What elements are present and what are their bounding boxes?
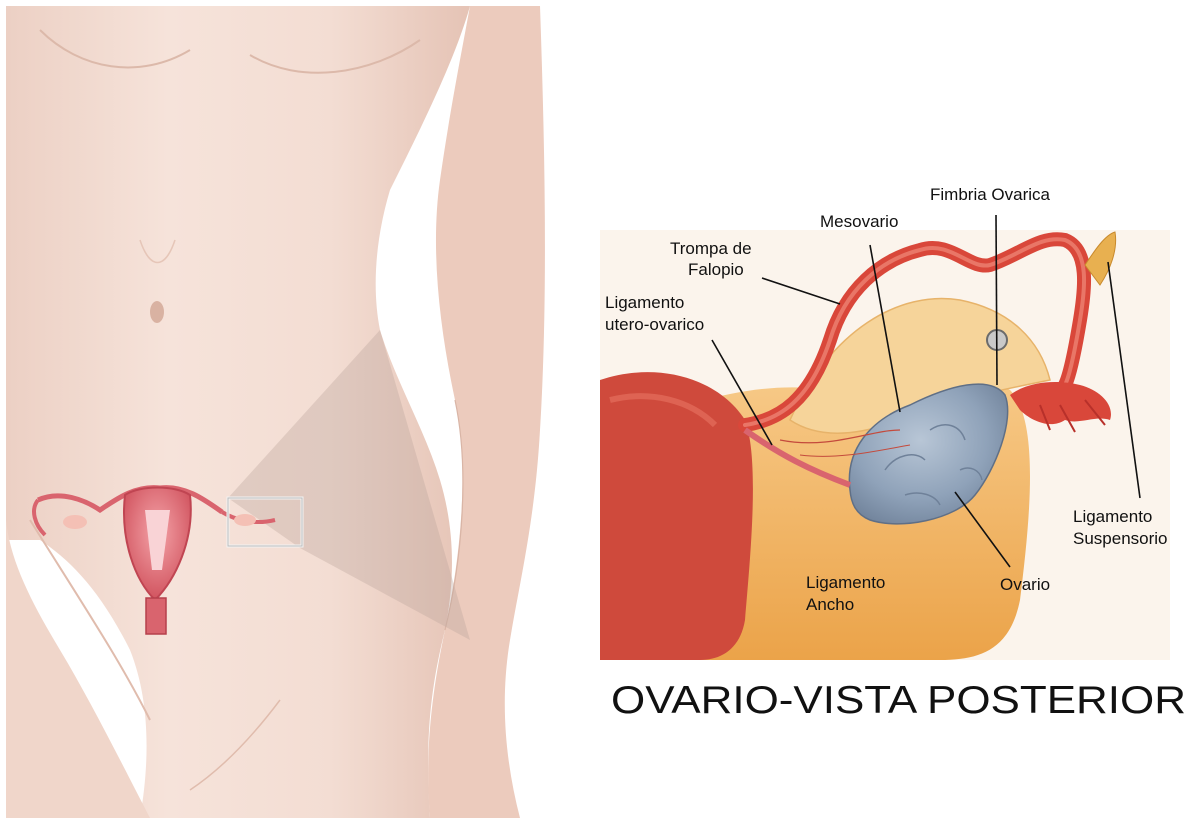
label-trompa-line2: Falopio xyxy=(688,260,744,279)
uterus-large xyxy=(600,372,753,660)
label-lig-susp-line1: Ligamento xyxy=(1073,507,1152,526)
torso-illustration xyxy=(6,6,558,818)
label-lig-utero-line1: Ligamento xyxy=(605,293,684,312)
label-lig-ancho-line2: Ancho xyxy=(806,595,854,614)
label-lig-utero-line2: utero-ovarico xyxy=(605,315,704,334)
label-ovario: Ovario xyxy=(1000,575,1050,594)
label-mesovario: Mesovario xyxy=(820,212,898,231)
label-lig-susp-line2: Suspensorio xyxy=(1073,529,1168,548)
label-fimbria: Fimbria Ovarica xyxy=(930,185,1051,204)
figure-caption: OVARIO-VISTA POSTERIOR xyxy=(611,679,1186,722)
label-lig-ancho-line1: Ligamento xyxy=(806,573,885,592)
label-trompa-line1: Trompa de xyxy=(670,239,752,258)
